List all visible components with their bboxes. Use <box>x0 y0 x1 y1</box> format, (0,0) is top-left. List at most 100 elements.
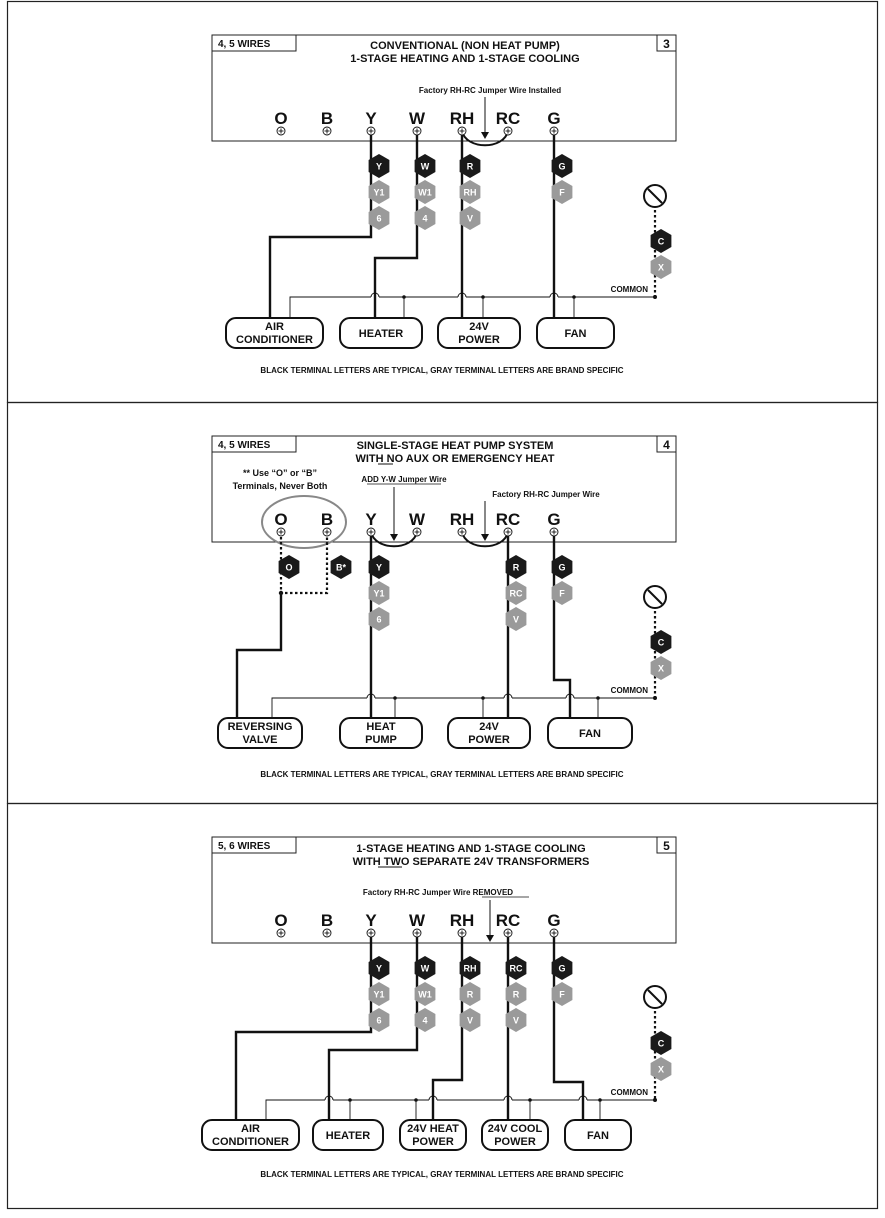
equipment-heater <box>312 1119 384 1151</box>
wire-rh-24v-heat-power <box>431 933 464 1120</box>
terminal-screw-icon <box>412 527 422 537</box>
terminal-label: RC <box>496 109 521 128</box>
terminal-screw-icon <box>366 126 376 136</box>
common-wire <box>271 697 655 718</box>
equipment-label: POWER <box>494 1136 536 1148</box>
wire-marker-g: F <box>551 581 573 605</box>
jumper-arrow-head <box>481 534 489 541</box>
wire-marker-label: R <box>467 989 474 999</box>
wire-marker-label: X <box>658 262 664 272</box>
equipment-label: FAN <box>565 328 587 340</box>
terminal-screw-icon <box>549 527 559 537</box>
equipment-label: 24V HEAT <box>407 1123 459 1135</box>
equipment-fan <box>564 1119 632 1151</box>
wire-marker-b: B* <box>330 555 352 579</box>
wire-marker-w: 4 <box>414 206 436 230</box>
common-label: COMMON <box>611 1088 649 1097</box>
wire-marker-rh: R <box>459 982 481 1006</box>
wire-marker-w: W1 <box>414 180 436 204</box>
equipment-label: HEAT <box>366 721 395 733</box>
panel-number-box <box>656 34 677 52</box>
terminal-label: B <box>321 109 333 128</box>
wire-count: 4, 5 WIRES <box>218 440 271 451</box>
terminal-screw-icon <box>412 126 422 136</box>
terminal-screw-icon <box>503 928 513 938</box>
wire-marker-label: C <box>658 1038 665 1048</box>
wire-marker-rc: RC <box>505 581 527 605</box>
panel-title-line-1: CONVENTIONAL (NON HEAT PUMP) <box>370 40 560 52</box>
wire-marker-g: F <box>551 982 573 1006</box>
wire-marker-rh: RH <box>459 956 481 980</box>
tap-dot <box>414 1098 418 1102</box>
wire-marker-label: 6 <box>376 213 381 223</box>
wire-marker-label: V <box>467 213 473 223</box>
tap-dot <box>402 295 406 299</box>
terminal-label: W <box>409 109 426 128</box>
terminal-label: O <box>274 109 287 128</box>
equipment-label: CONDITIONER <box>212 1136 289 1148</box>
terminal-label: RH <box>450 109 475 128</box>
equipment-24v-heat-power <box>399 1119 467 1151</box>
terminal-screw-icon <box>549 928 559 938</box>
wire-marker-c: X <box>650 1057 672 1081</box>
wire-marker-label: G <box>558 963 565 973</box>
panel-number: 5 <box>663 839 670 853</box>
wire-marker-rc: R <box>505 982 527 1006</box>
jumper-note: Factory RH-RC Jumper Wire REMOVED <box>363 888 513 897</box>
terminal-label: RH <box>450 911 475 930</box>
tap-dot <box>481 696 485 700</box>
terminal-screw-icon <box>412 928 422 938</box>
equipment-label: POWER <box>468 734 510 746</box>
wire-marker-g: F <box>551 180 573 204</box>
jumper-note: Factory RH-RC Jumper Wire Installed <box>419 86 561 95</box>
wire-marker-label: R <box>513 562 520 572</box>
common-wire-hops <box>366 693 575 699</box>
common-label: COMMON <box>611 285 649 294</box>
panel-title-line-2: WITH NO AUX OR EMERGENCY HEAT <box>355 453 554 465</box>
panel-3: 4, 5 WIRES 3 CONVENTIONAL (NON HEAT PUMP… <box>211 34 677 375</box>
side-note-line-2: Terminals, Never Both <box>233 481 328 491</box>
equipment-label: 24V COOL <box>488 1123 543 1135</box>
add-jumper-note: ADD Y-W Jumper Wire <box>361 475 447 484</box>
wire-marker-c: C <box>650 630 672 654</box>
wire-marker-y: Y <box>368 956 390 980</box>
wire-marker-label: F <box>559 989 565 999</box>
wire-marker-label: V <box>467 1015 473 1025</box>
terminal-screw-icon <box>276 928 286 938</box>
equipment-reversing-valve <box>217 717 303 749</box>
wire-marker-g: G <box>551 555 573 579</box>
wire-marker-label: 6 <box>376 1015 381 1025</box>
equipment-heat-pump <box>339 717 423 749</box>
wire-marker-w: W <box>414 154 436 178</box>
equipment-label: AIR <box>241 1123 260 1135</box>
wire-marker-label: G <box>558 562 565 572</box>
wire-marker-label: 4 <box>422 213 427 223</box>
wire-marker-label: F <box>559 187 565 197</box>
terminal-label: RC <box>496 510 521 529</box>
wire-marker-y: Y <box>368 154 390 178</box>
equipment-label: FAN <box>579 728 601 740</box>
equipment-label: HEATER <box>326 1130 370 1142</box>
terminal-label: B <box>321 911 333 930</box>
equipment-24v-cool-power <box>481 1119 549 1151</box>
wire-marker-w: W1 <box>414 982 436 1006</box>
terminal-label: G <box>547 109 560 128</box>
equipment-heater <box>339 317 423 349</box>
jumper-arrow-head <box>481 132 489 139</box>
terminal-screw-icon <box>457 126 467 136</box>
wire-g-fan <box>552 532 572 718</box>
wire-marker-label: 6 <box>376 614 381 624</box>
wire-marker-y: Y1 <box>368 982 390 1006</box>
terminal-screw-icon <box>457 928 467 938</box>
panel-title-line-2: 1-STAGE HEATING AND 1-STAGE COOLING <box>350 53 579 65</box>
wire-count: 5, 6 WIRES <box>218 841 271 852</box>
tap-dot <box>598 1098 602 1102</box>
thermostat-box <box>211 836 677 944</box>
wire-marker-w: W <box>414 956 436 980</box>
wire-y-air-conditioner <box>268 131 373 318</box>
terminal-label: RC <box>496 911 521 930</box>
terminal-screw-icon <box>276 527 286 537</box>
wire-marker-label: V <box>513 614 519 624</box>
no-symbol-icon <box>643 184 667 208</box>
equipment-air-conditioner <box>225 317 324 349</box>
